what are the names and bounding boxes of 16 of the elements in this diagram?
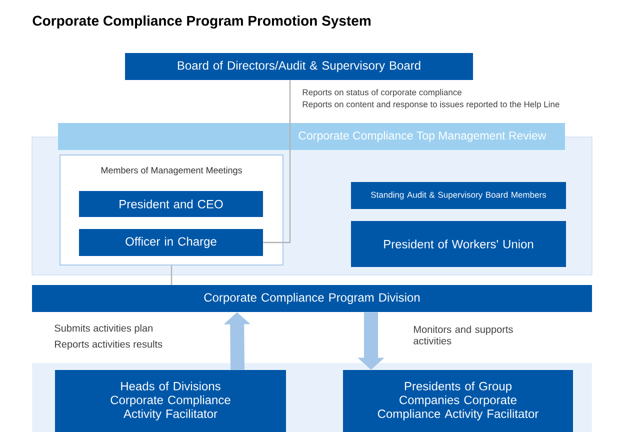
role-box: President of Workers' Union (351, 221, 566, 267)
role-box: Standing Audit & Supervisory Board Members (351, 182, 566, 209)
note-text: Submits activities plan (54, 324, 152, 334)
note-text: Reports on content and response to issues reported to the Help Line (302, 101, 560, 109)
board-box: Board of Directors/Audit & Supervisory Board (125, 53, 473, 80)
note-text: Reports activities results (55, 340, 162, 350)
connector-line (170, 266, 172, 285)
facilitator-box: Heads of Divisions Corporate Compliance Activity Facilitator (55, 370, 286, 432)
note-text: Reports on status of corporate compliance (302, 89, 462, 97)
facilitator-box: Presidents of Group Companies Corporate Compliance Activity Facilitator (343, 370, 573, 432)
role-box: Officer in Charge (79, 229, 263, 256)
role-box: President and CEO (79, 191, 263, 217)
connector-line (263, 80, 291, 244)
division-box: Corporate Compliance Program Division (32, 285, 592, 312)
edge-label: Monitors and supports activities (414, 326, 513, 344)
title: Corporate Compliance Program Promotion System (32, 15, 370, 29)
